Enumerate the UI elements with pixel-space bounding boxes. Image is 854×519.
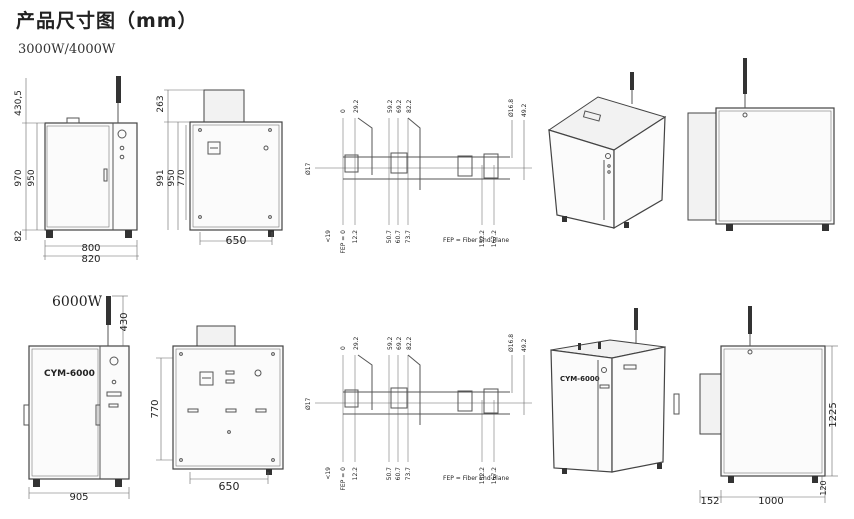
model-label-6000: 6000W xyxy=(52,294,103,310)
dim-152: 152 xyxy=(700,496,719,507)
dim-430: 430 xyxy=(119,312,130,331)
dim-650: 650 xyxy=(226,234,247,247)
fiber-bot-167-2: 167.2 xyxy=(491,230,498,247)
fiber-top-69-2: 69.2 xyxy=(396,99,403,113)
fiber2-bot-fep0: FEP = 0 xyxy=(340,467,347,491)
fiber2-bot-12-2: 12.2 xyxy=(352,467,359,481)
side-view-3000: 263 991 950 770 650 xyxy=(156,89,283,247)
fiber-top-82-2: 82.2 xyxy=(406,99,413,113)
fiber2-top-29-2: 29.2 xyxy=(353,336,360,350)
dim-650-6000: 650 xyxy=(219,480,240,493)
fiber-bot-fep0: FEP = 0 xyxy=(340,230,347,254)
cabinet-body xyxy=(44,122,138,231)
fiber2-top-82-2: 82.2 xyxy=(406,336,413,350)
model-label-3000-4000: 3000W/4000W xyxy=(18,42,116,57)
fiber2-top-69-2: 69.2 xyxy=(396,336,403,350)
dim-800: 800 xyxy=(81,243,100,254)
right-view-6000: 1225 120 152 1000 xyxy=(699,306,839,507)
fiber-left-d17: Ø17 xyxy=(305,162,312,175)
fiber-top-29-2: 29.2 xyxy=(353,99,360,113)
fiber2-top-49-2: 49.2 xyxy=(521,338,528,352)
brand-label-front: CYM-6000 xyxy=(44,369,95,379)
dim-970: 970 xyxy=(14,169,24,186)
dim-770-6000: 770 xyxy=(150,399,161,418)
fiber-drawing-row2: 0 29.2 59.2 69.2 82.2 Ø16.8 49.2 Ø17 <19… xyxy=(305,334,532,491)
right-view-3000 xyxy=(687,58,835,231)
fiber2-bot-152-2: 152.2 xyxy=(479,467,486,484)
brand-label-iso: CYM-6000 xyxy=(560,375,600,383)
fiber2-top-d16-8: Ø16.8 xyxy=(508,334,515,352)
dim-263: 263 xyxy=(156,95,166,112)
dim-82: 82 xyxy=(14,230,24,241)
fiber-fep-note: FEP = Fiber End Plane xyxy=(443,237,509,244)
fiber-top-49-2: 49.2 xyxy=(521,103,528,117)
front-view-6000: CYM-6000 430 905 xyxy=(23,295,130,503)
fiber-bot-60-7: 60.7 xyxy=(395,230,402,244)
page-title: 产品尺寸图（mm） xyxy=(16,10,198,32)
fiber2-bot-lt19: <19 xyxy=(325,467,332,480)
dim-770: 770 xyxy=(177,169,187,186)
dim-430-5: 430,5 xyxy=(14,90,24,116)
dim-905: 905 xyxy=(69,492,88,503)
fiber2-left-d17: Ø17 xyxy=(305,397,312,410)
fiber2-top-59-2: 59.2 xyxy=(387,336,394,350)
iso-view-6000: CYM-6000 xyxy=(550,308,680,474)
fiber-top-d16-8: Ø16.8 xyxy=(508,99,515,117)
fiber2-top-0: 0 xyxy=(340,346,347,350)
fiber-bot-73-7: 73.7 xyxy=(405,230,412,244)
fiber-bot-50-7: 50.7 xyxy=(386,230,393,244)
fiber-bot-152-2: 152.2 xyxy=(479,230,486,247)
fiber-top-0: 0 xyxy=(340,109,347,113)
dim-950-side: 950 xyxy=(167,169,177,186)
fiber2-bot-60-7: 60.7 xyxy=(395,467,402,481)
dim-820: 820 xyxy=(81,254,100,265)
fiber-drawing-row1: 0 29.2 59.2 69.2 82.2 Ø16.8 49.2 Ø17 <19… xyxy=(305,99,532,254)
dim-991: 991 xyxy=(156,169,166,186)
front-view-3000: 430,5 970 950 82 800 820 xyxy=(14,76,139,265)
side-view-6000: 770 650 xyxy=(150,325,284,493)
fiber-bot-12-2: 12.2 xyxy=(352,230,359,244)
fiber-bot-lt19: <19 xyxy=(325,230,332,243)
iso-view-3000 xyxy=(547,72,667,230)
dim-1225: 1225 xyxy=(828,402,839,427)
fiber2-fep-note: FEP = Fiber End Plane xyxy=(443,475,509,482)
dim-1000: 1000 xyxy=(758,496,783,507)
dim-120: 120 xyxy=(819,480,828,495)
dim-950: 950 xyxy=(27,169,37,186)
fiber2-bot-50-7: 50.7 xyxy=(386,467,393,481)
fiber2-bot-73-7: 73.7 xyxy=(405,467,412,481)
fiber2-bot-167-2: 167.2 xyxy=(491,467,498,484)
fiber-top-59-2: 59.2 xyxy=(387,99,394,113)
